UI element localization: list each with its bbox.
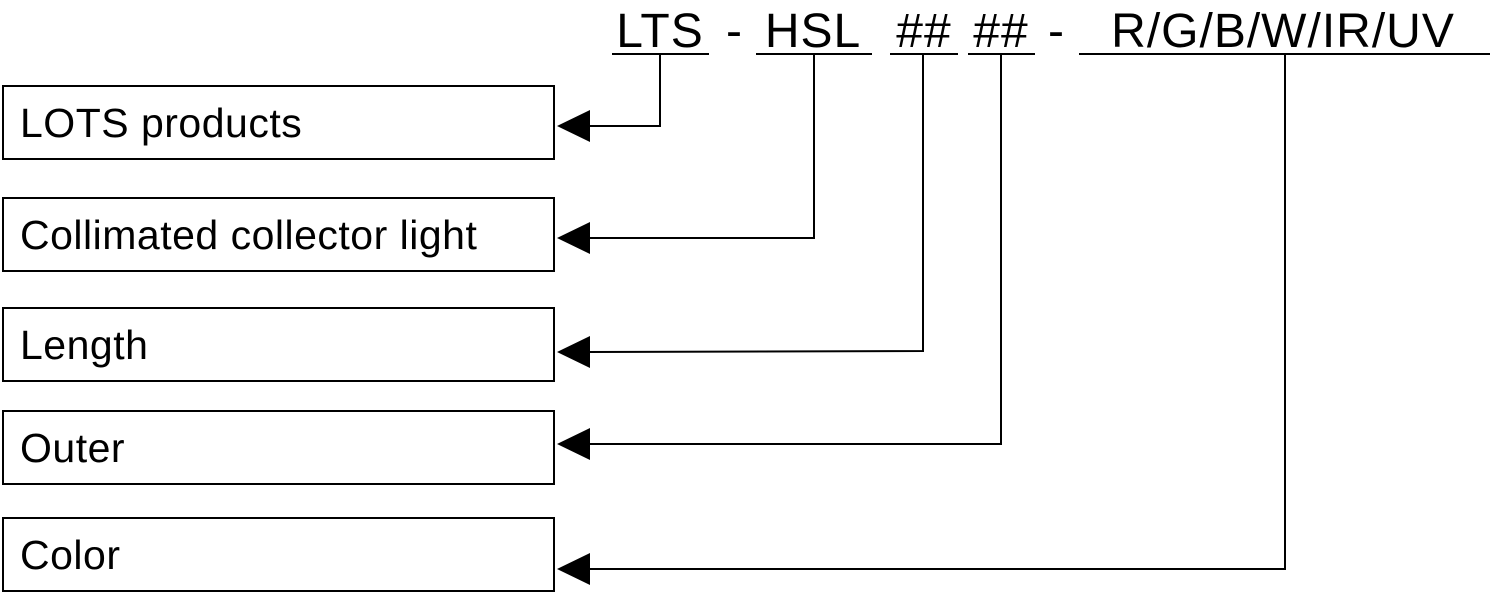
code-segment-outer: ## <box>973 5 1028 58</box>
connector-lts <box>588 54 661 127</box>
label-outer: Outer <box>20 425 125 471</box>
label-lts: LOTS products <box>20 100 302 146</box>
label-length: Length <box>20 322 148 368</box>
connector-outer <box>588 54 1002 445</box>
label-box-hsl: Collimated collector light <box>2 197 555 272</box>
arrowhead-hsl <box>557 222 590 254</box>
label-hsl: Collimated collector light <box>20 212 477 258</box>
arrowhead-outer <box>557 428 590 460</box>
code-segment-length: ## <box>896 5 951 58</box>
code-separator-2: - <box>1048 5 1064 58</box>
code-segment-hsl: HSL <box>765 5 861 58</box>
label-box-length: Length <box>2 307 555 382</box>
label-box-lts: LOTS products <box>2 85 555 160</box>
label-color: Color <box>20 532 120 578</box>
arrowhead-color <box>557 553 590 585</box>
code-segment-lts: LTS <box>616 5 703 58</box>
arrowhead-length <box>557 336 590 368</box>
label-box-color: Color <box>2 517 555 592</box>
part-number-code: LTS - HSL ## ## - R/G/B/W/IR/UV <box>612 5 1490 58</box>
label-box-outer: Outer <box>2 410 555 485</box>
connector-color <box>588 54 1286 570</box>
connector-hsl <box>588 54 815 239</box>
arrowhead-lts <box>557 110 590 142</box>
code-segment-color: R/G/B/W/IR/UV <box>1111 5 1455 58</box>
connector-length <box>587 54 924 353</box>
code-separator-1: - <box>726 5 742 58</box>
